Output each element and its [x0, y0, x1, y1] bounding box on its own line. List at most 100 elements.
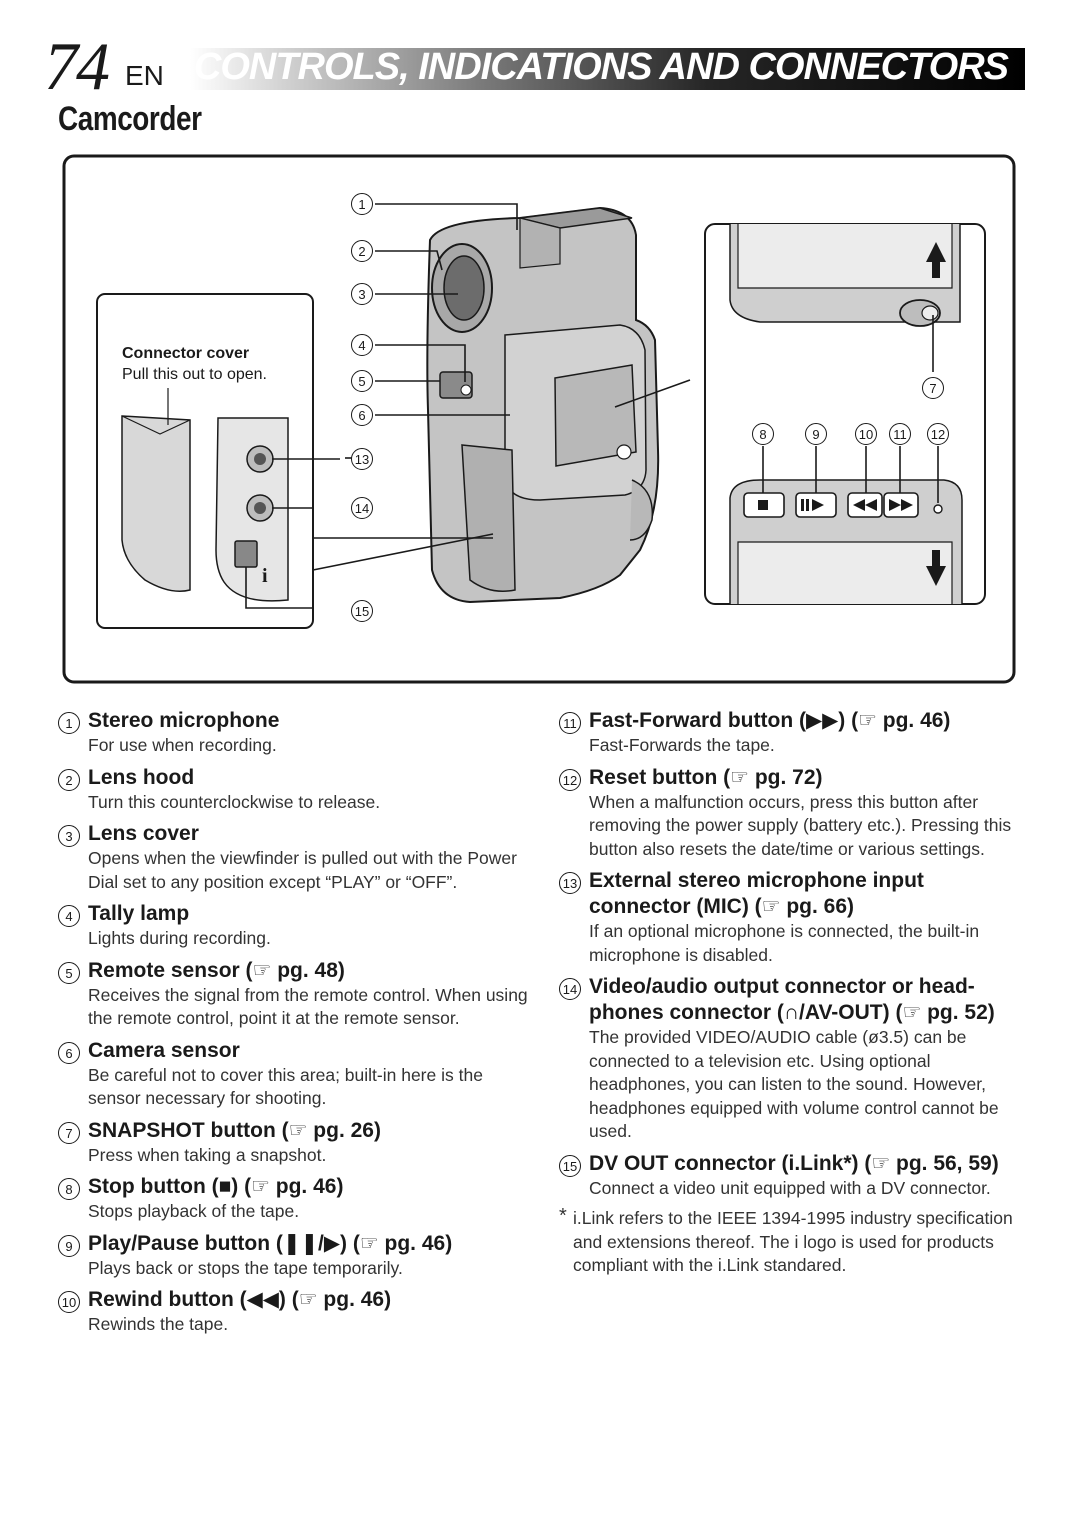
item-number: 7: [58, 1121, 80, 1144]
item-title: Stop button (■) (☞ pg. 46): [88, 1175, 344, 1198]
callout-2: 2: [351, 240, 373, 262]
callout-3: 3: [351, 283, 373, 305]
down-arrow-icon: [926, 550, 946, 586]
item-description: Receives the signal from the remote cont…: [88, 984, 528, 1029]
item-description: Plays back or stops the tape temporarily…: [88, 1257, 403, 1278]
item-title: Stereo microphone: [88, 709, 280, 732]
item-number: 8: [58, 1178, 80, 1200]
item-description: Stops playback of the tape.: [88, 1201, 300, 1221]
item-number: 9: [58, 1234, 80, 1257]
item-number: 4: [58, 905, 80, 927]
callout-15: 15: [351, 600, 373, 622]
item-number: 14: [559, 978, 581, 1000]
connector-cover-label: Connector cover: [122, 345, 250, 362]
callout-1: 1: [351, 193, 373, 215]
camcorder-diagram: i: [0, 150, 1080, 690]
item-title: Play/Pause button (❚❚/▶) (☞ pg. 46): [88, 1231, 453, 1255]
item-number: 2: [58, 768, 80, 791]
item-title: Tally lamp: [88, 902, 190, 925]
item-title: Reset button (☞ pg. 72): [589, 765, 823, 789]
title-band: [190, 48, 1025, 90]
lcd-cover: [554, 364, 637, 467]
section-title: Camcorder: [58, 100, 202, 138]
list-item: 11 Fast-Forward button (▶▶) (☞ pg. 46) Fas…: [559, 708, 1029, 758]
item-number: 10: [58, 1291, 80, 1313]
page-title: CONTROLS, INDICATIONS AND CONNECTORS: [193, 46, 1009, 88]
callout-13: 13: [351, 448, 373, 470]
up-arrow-icon: [926, 242, 946, 278]
lens-cover: [443, 255, 485, 321]
callout-9: 9: [805, 423, 827, 445]
callout-7: 7: [922, 377, 944, 399]
page-number: 74: [44, 28, 110, 104]
callout-8: 8: [752, 423, 774, 445]
page-header: 74 EN CONTROLS, INDICATIONS AND CONNECTO…: [0, 0, 1080, 100]
item-number: 15: [559, 1154, 581, 1177]
language-code: EN: [125, 60, 164, 91]
item-description: The provided VIDEO/AUDIO cable (ø3.5) ca…: [589, 1027, 999, 1141]
footnote: * i.Link refers to the IEEE 1394-1995 in…: [559, 1205, 1029, 1278]
diagram-frame: [62, 154, 1016, 684]
reset-button: [933, 504, 943, 514]
callout-4: 4: [351, 334, 373, 356]
diagram-drawing: i: [62, 154, 1016, 684]
item-description: Lights during recording.: [88, 928, 271, 948]
item-title: Remote sensor (☞ pg. 48): [88, 958, 345, 982]
item-description: Rewinds the tape.: [88, 1314, 229, 1334]
callout-6: 6: [351, 404, 373, 426]
callout-5: 5: [351, 370, 373, 392]
item-description: For use when recording.: [88, 735, 277, 755]
item-title: Camera sensor: [88, 1038, 240, 1062]
hand-strap: [461, 444, 516, 592]
callout-11: 11: [889, 423, 911, 445]
connector-cover-flap: [121, 415, 191, 592]
leader-lines: [245, 203, 691, 609]
list-item: 10 Rewind button (◀◀) (☞ pg. 46) Rewinds t…: [58, 1287, 528, 1337]
item-description: Connect a video unit equipped with a DV …: [589, 1177, 991, 1198]
item-description: Turn this counterclockwise to release.: [88, 791, 381, 812]
item-number: 1: [58, 712, 80, 734]
list-item: 12 Reset button (☞ pg. 72)When a malfunct…: [559, 765, 1029, 862]
item-title: Video/audio output connector or head-pho…: [589, 975, 995, 1024]
item-number: 3: [58, 825, 80, 847]
item-title: DV OUT connector (i.Link*) (☞ pg. 56, 59…: [589, 1151, 999, 1175]
tally-lamp: [460, 384, 472, 396]
item-title: Lens cover: [88, 822, 199, 845]
list-item: 5 Remote sensor (☞ pg. 48)Receives the si…: [58, 958, 528, 1031]
item-description: Opens when the viewfinder is pulled out …: [88, 848, 517, 892]
ilink-logo-icon: i: [262, 565, 268, 587]
list-item: 13 External stereo microphone input conne…: [559, 868, 1029, 967]
item-number: 5: [58, 961, 80, 984]
item-description: Press when taking a snapshot.: [88, 1144, 327, 1165]
item-number: 12: [559, 768, 581, 791]
list-item: 14 Video/audio output connector or head-p…: [559, 974, 1029, 1144]
item-description: Be careful not to cover this area; built…: [88, 1064, 483, 1109]
callout-12: 12: [927, 423, 949, 445]
item-description: When a malfunction occurs, press this bu…: [589, 791, 1012, 859]
callout-10: 10: [855, 423, 877, 445]
item-description: Fast-Forwards the tape.: [589, 735, 775, 755]
footnote-mark: *: [559, 1205, 567, 1227]
item-title: External stereo microphone input connect…: [589, 869, 924, 918]
list-item: 15 DV OUT connector (i.Link*) (☞ pg. 56, …: [559, 1151, 1029, 1201]
list-item: 7 SNAPSHOT button (☞ pg. 26)Press when ta…: [58, 1118, 528, 1168]
list-item: 8 Stop button (■) (☞ pg. 46) Stops playbac…: [58, 1174, 528, 1224]
item-title: SNAPSHOT button (☞ pg. 26): [88, 1118, 381, 1142]
item-title: Fast-Forward button (▶▶) (☞ pg. 46): [589, 709, 951, 732]
item-title: Lens hood: [88, 765, 195, 789]
connector-cover-hint: Pull this out to open.: [122, 366, 267, 383]
list-item: 9 Play/Pause button (❚❚/▶) (☞ pg. 46)Play…: [58, 1231, 528, 1281]
item-description: If an optional microphone is connected, …: [589, 921, 980, 965]
item-number: 11: [559, 712, 581, 734]
footnote-text: i.Link refers to the IEEE 1394-1995 indu…: [573, 1208, 1013, 1275]
item-title: Rewind button (◀◀) (☞ pg. 46): [88, 1288, 392, 1311]
dv-port-icon: [234, 540, 258, 568]
callout-14: 14: [351, 497, 373, 519]
item-number: 13: [559, 872, 581, 894]
